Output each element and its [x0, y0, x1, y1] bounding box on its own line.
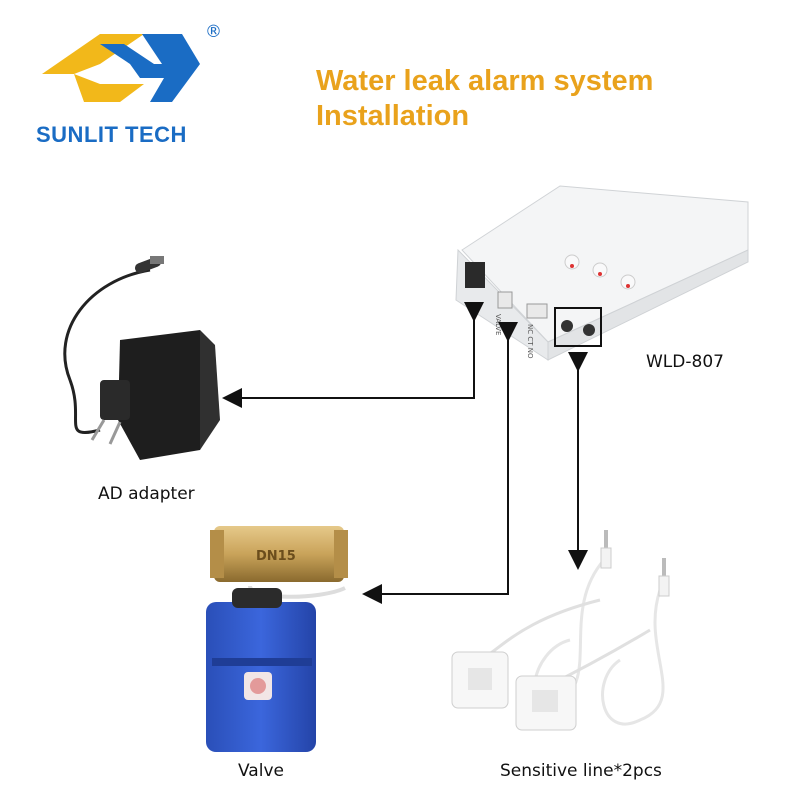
sensor-label: Sensitive line*2pcs — [500, 761, 662, 781]
valve-label: Valve — [238, 761, 284, 781]
registered-mark: ® — [205, 22, 222, 42]
logo-mark-icon — [42, 34, 200, 102]
controller-port-label-valve: VALVE — [494, 314, 502, 335]
sensor-port-frame — [554, 307, 602, 347]
sensor-jack — [583, 324, 595, 336]
brand-name: SUNLIT TECH — [36, 122, 187, 147]
dc-jack — [465, 262, 485, 288]
led-indicator — [564, 254, 580, 270]
led-indicator — [592, 262, 608, 278]
ad-adapter — [63, 256, 220, 460]
valve-port — [497, 291, 513, 309]
relay-port — [526, 303, 548, 319]
page-title: Water leak alarm system Installation — [316, 64, 653, 134]
title-line-1: Water leak alarm system — [316, 65, 654, 97]
valve: DN15 — [206, 526, 348, 752]
connection-arrows — [222, 302, 588, 604]
sensor-lines — [451, 530, 670, 731]
sensor-jack — [561, 320, 573, 332]
valve-marking: DN15 — [256, 549, 296, 564]
controller-model-label: WLD-807 — [646, 352, 724, 372]
controller-wld-807 — [455, 185, 749, 361]
adapter-label: AD adapter — [98, 484, 195, 504]
title-line-2: Installation — [316, 100, 470, 132]
controller-port-label-relay: NC CT NO — [526, 324, 534, 359]
led-indicator — [620, 274, 636, 290]
